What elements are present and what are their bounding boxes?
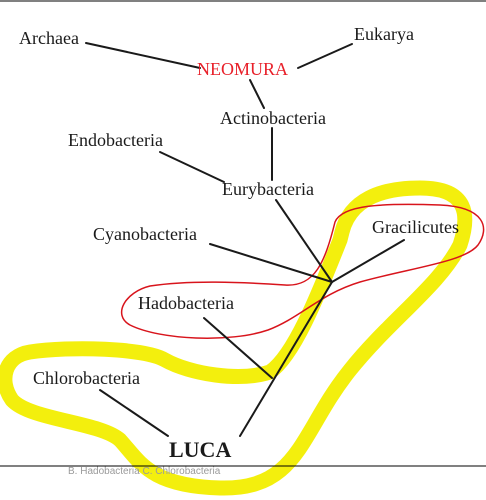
- edge-neomura-actinobacteria: [249, 79, 265, 109]
- label-endobacteria: Endobacteria: [68, 130, 163, 150]
- label-eukarya: Eukarya: [354, 24, 414, 44]
- edge-endobacteria-eurybacteria: [159, 151, 225, 183]
- edge-root-luca: [239, 281, 333, 437]
- label-hadobacteria: Hadobacteria: [138, 293, 234, 313]
- tree-edges: [85, 42, 405, 437]
- edge-chlorobacteria-luca: [99, 389, 169, 437]
- label-archaea: Archaea: [19, 28, 79, 48]
- label-chlorobacteria: Chlorobacteria: [33, 368, 140, 388]
- label-gracilicutes: Gracilicutes: [372, 217, 459, 237]
- tree-labels: Archaea Eukarya NEOMURA Actinobacteria E…: [19, 24, 459, 462]
- label-actinobacteria: Actinobacteria: [220, 108, 326, 128]
- label-cyanobacteria: Cyanobacteria: [93, 224, 197, 244]
- edge-archaea-neomura: [85, 42, 201, 69]
- red-outline-annotation: [120, 203, 485, 339]
- label-eurybacteria: Eurybacteria: [222, 179, 314, 199]
- label-neomura: NEOMURA: [197, 59, 288, 79]
- edge-eurybacteria-root: [275, 199, 333, 283]
- edge-cyanobacteria-root: [209, 243, 333, 283]
- yellow-highlight-annotation: [0, 180, 473, 496]
- edge-neomura-eukarya: [297, 43, 353, 69]
- edge-hadobacteria-luca-branch: [203, 317, 273, 379]
- label-luca: LUCA: [169, 437, 231, 462]
- caption-faint: B. Hadobacteria C. Chlorobacteria: [68, 466, 221, 477]
- edge-root-gracilicutes: [331, 239, 405, 283]
